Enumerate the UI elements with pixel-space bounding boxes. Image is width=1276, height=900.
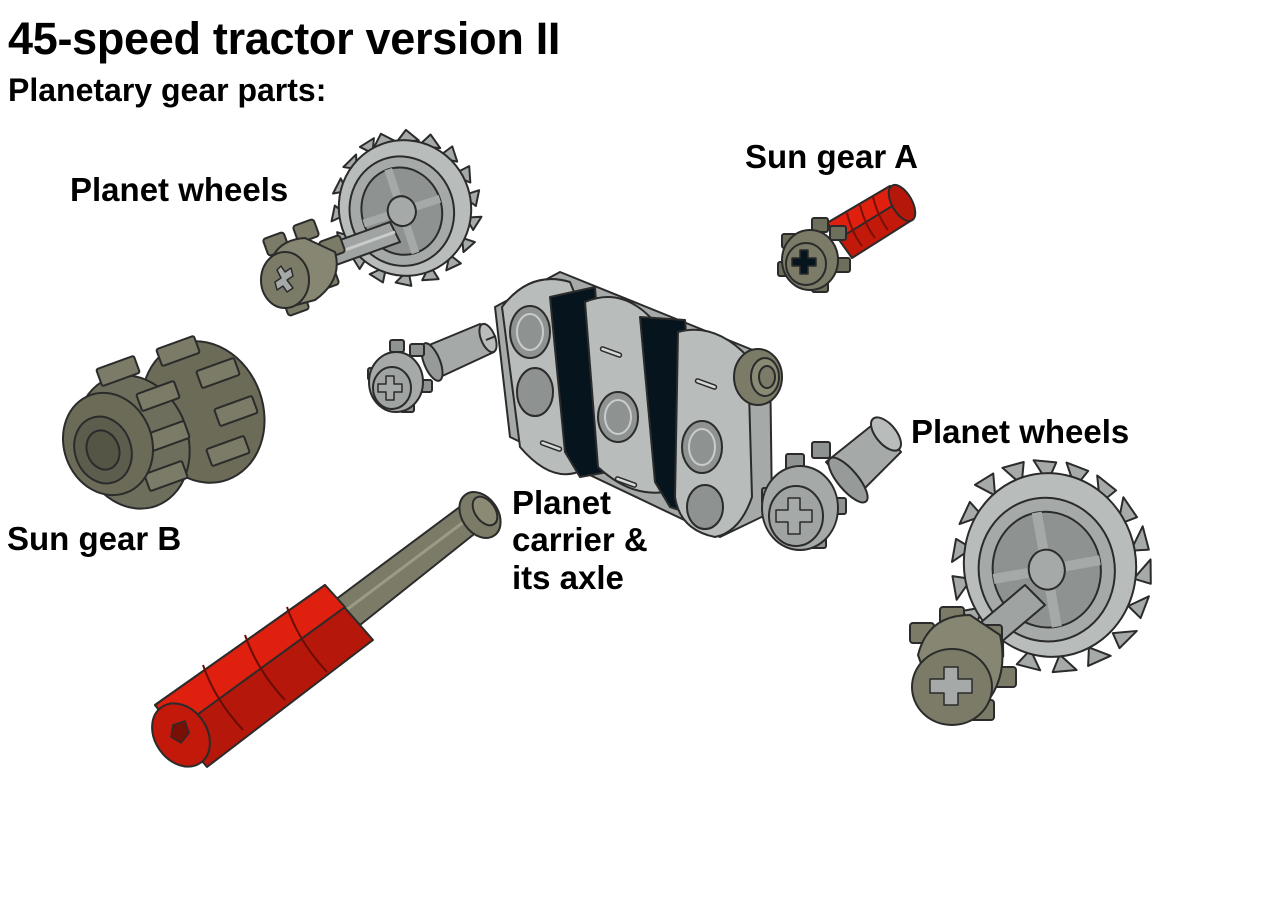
page-title: 45-speed tractor version II xyxy=(8,13,561,64)
pin-connector-icon-right xyxy=(761,416,902,551)
label-planet-wheels-right: Planet wheels xyxy=(911,413,1130,450)
pin-connector-left-part xyxy=(362,316,498,426)
label-sun-gear-b: Sun gear B xyxy=(7,520,182,557)
label-sun-gear-a: Sun gear A xyxy=(745,138,918,175)
planet-wheel-right-part xyxy=(900,455,1170,730)
label-planet-wheels-top: Planet wheels xyxy=(70,171,289,208)
pin-connector-right-part xyxy=(756,412,904,562)
page-subtitle: Planetary gear parts: xyxy=(8,72,327,108)
sun-gear-b-part xyxy=(58,332,270,520)
label-planet-carrier: Planet carrier & its axle xyxy=(512,484,648,596)
label-planet-carrier-line2: carrier & xyxy=(512,521,648,559)
planet-carrier-icon xyxy=(494,271,783,538)
pin-connector-icon xyxy=(367,322,498,413)
label-planet-carrier-line1: Planet xyxy=(512,484,612,521)
carrier-axle-part xyxy=(145,485,510,775)
label-planet-carrier-line3: its axle xyxy=(512,558,624,596)
planet-wheel-top-part xyxy=(255,128,490,320)
sun-gear-a-icon xyxy=(777,183,917,293)
axle-with-connectors-icon xyxy=(151,491,502,768)
sun-gear-a-part xyxy=(772,178,917,303)
planet-wheel-gear-icon-right xyxy=(909,459,1152,726)
planet-wheel-gear-icon xyxy=(260,128,483,317)
planet-carrier-part xyxy=(490,262,790,547)
sun-gear-b-icon xyxy=(61,335,266,510)
